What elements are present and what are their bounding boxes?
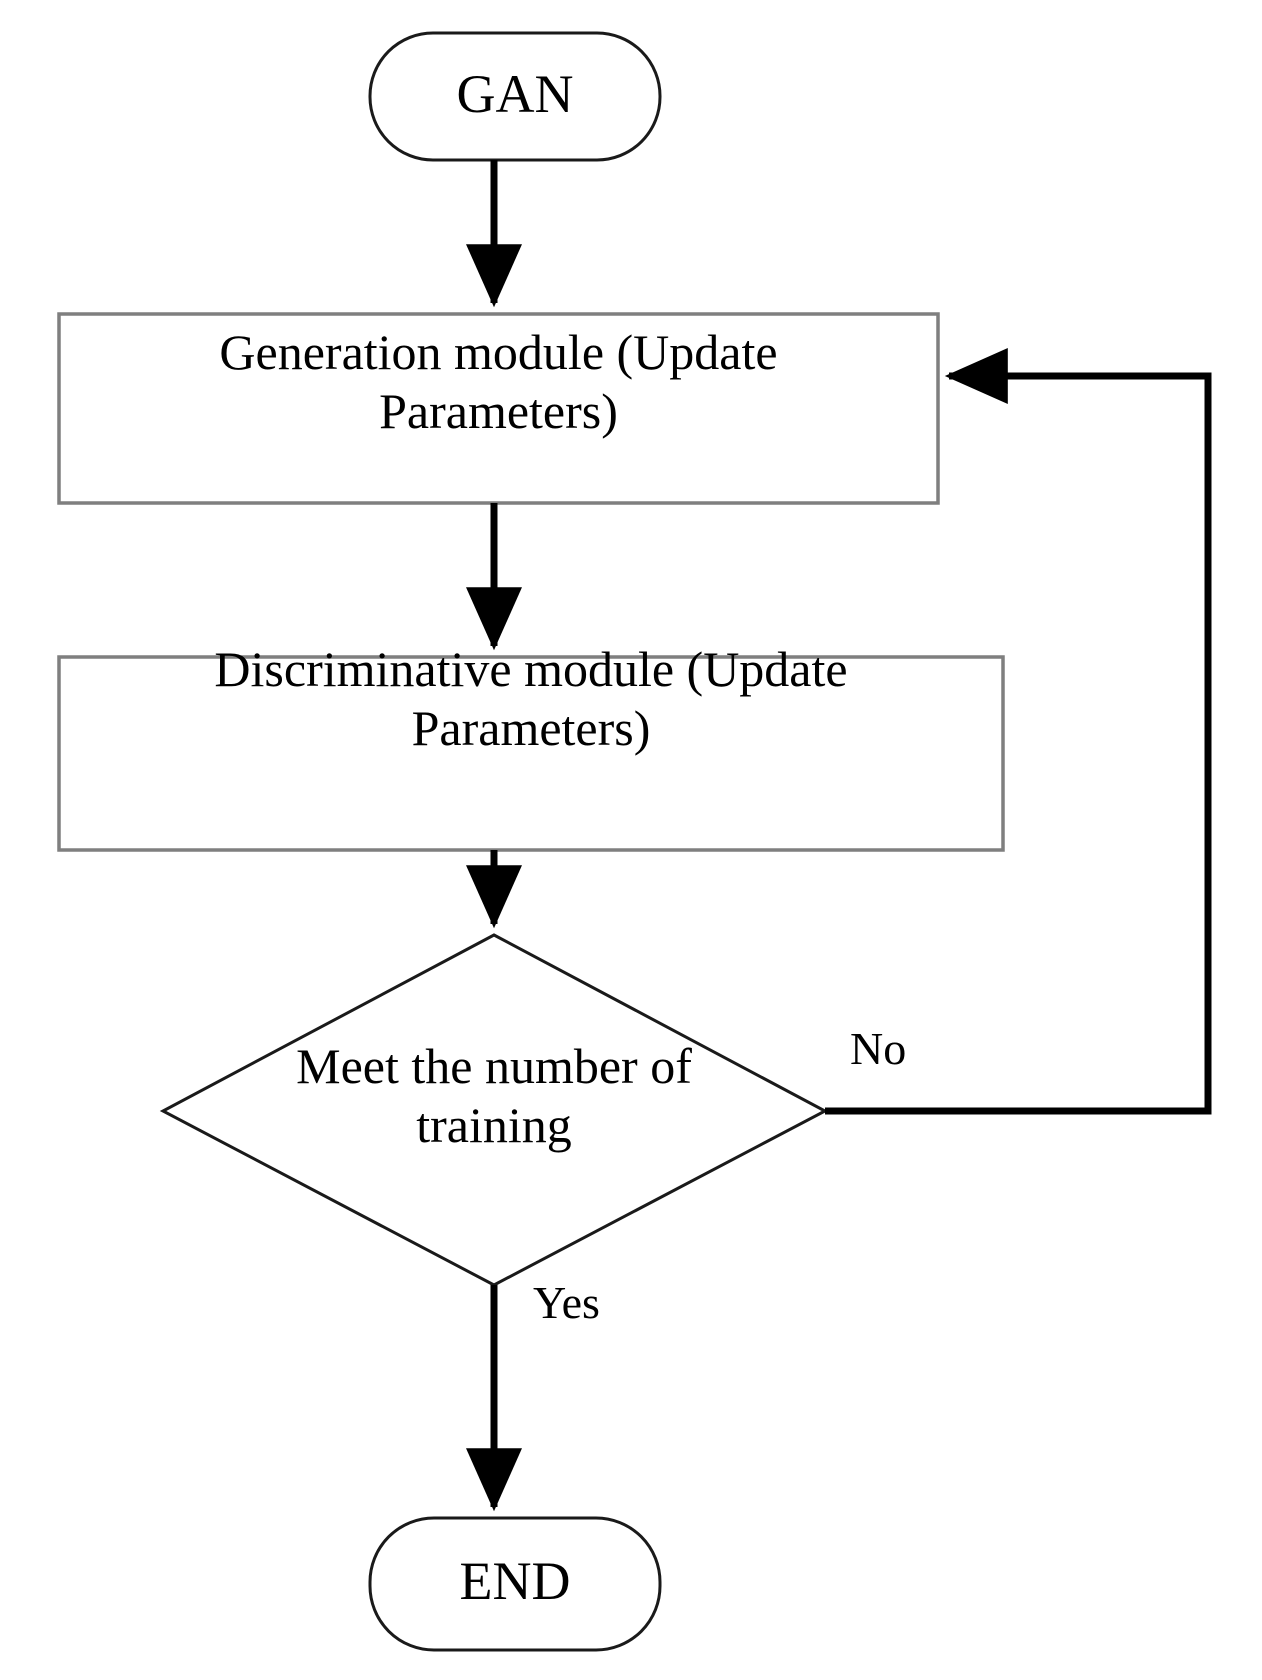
edge-label-no: No	[850, 1023, 907, 1074]
discriminative-node-shape[interactable]	[57, 655, 1005, 852]
generation-node-shape[interactable]	[57, 312, 940, 505]
decision-node-shape[interactable]	[159, 933, 829, 1287]
start-node-shape[interactable]	[368, 31, 662, 162]
end-node-shape[interactable]	[368, 1516, 662, 1652]
edge-label-yes: Yes	[533, 1277, 600, 1328]
edge-no-feedback-loop	[825, 348, 1212, 1115]
